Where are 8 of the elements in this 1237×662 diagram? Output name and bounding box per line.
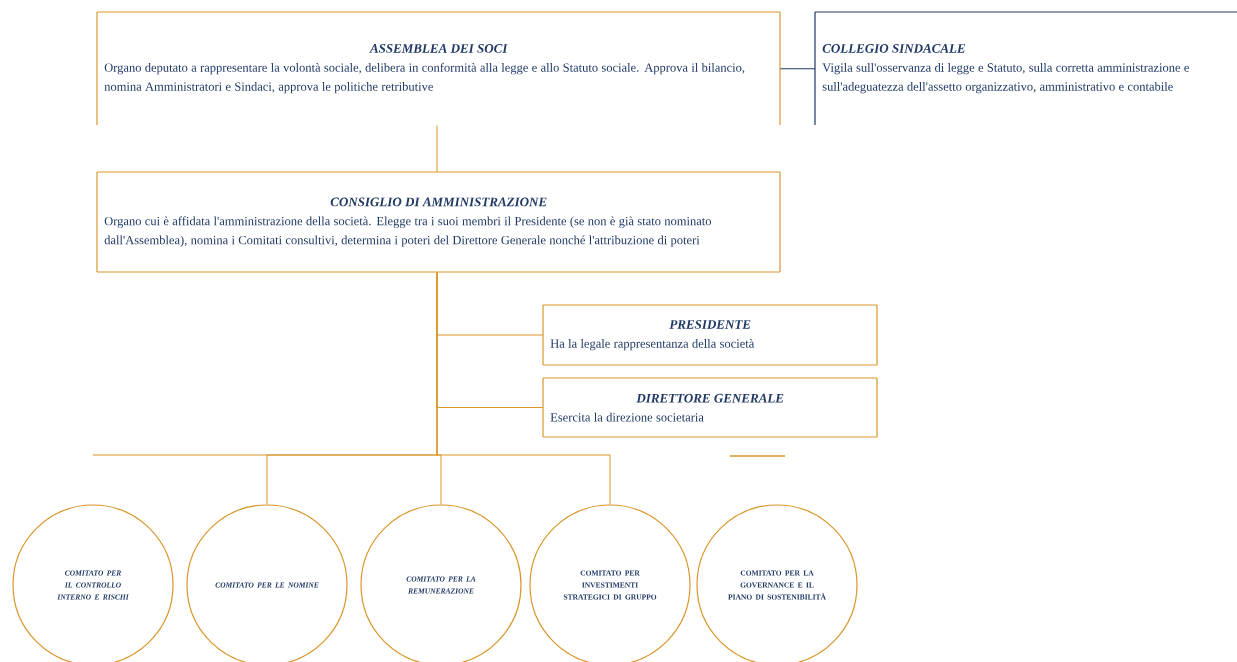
connector-line (436, 271, 611, 505)
org-box: PRESIDENTE Ha la legale rappresentanza della società (542, 304, 878, 366)
connector-line (436, 124, 438, 173)
org-box: DIRETTORE GENERALE Esercita la direzione societaria (542, 377, 878, 438)
connector-line (779, 68, 816, 70)
org-box: ASSEMBLEA DEI SOCI Organo deputato a rappresentare la volontà sociale, delibera in conformità alla legge e allo Statuto sociale. Approva il bilancio, nomina Amministratori e Sindaci, approva le politiche retributive (96, 11, 781, 126)
org-box: CONSIGLIO DI AMMINISTRAZIONE Organo cui è affidata l'amministrazione della società. Elegge tra i suoi membri il Presidente (se non è già stato nominato dall'Assemblea), nomina i Comitati consultivi, determina i poteri del Direttore Generale nonché l'attribuzione di poteri (96, 171, 781, 273)
org-box: COLLEGIO SINDACALE Vigila sull'osservanza di legge e Statuto, sulla corretta amministrazione e sull'adeguatezza dell'assetto organizzativo, amministrativo e contabile (814, 11, 1237, 126)
